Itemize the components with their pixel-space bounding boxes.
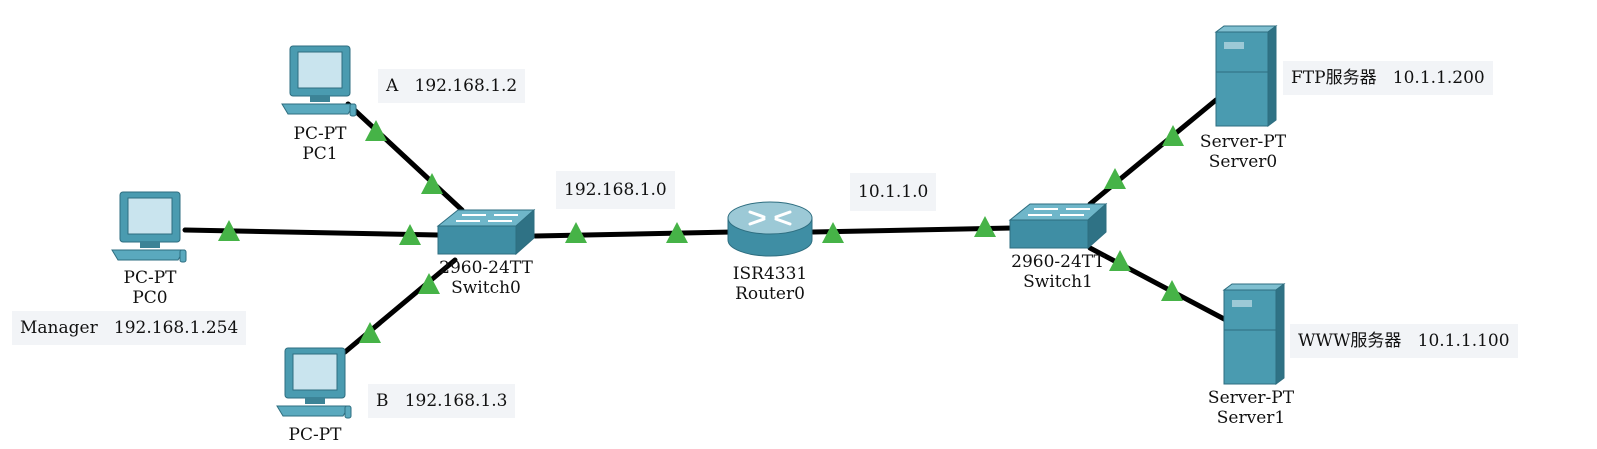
link-status-up-icon xyxy=(399,224,421,245)
link-status-up-icon xyxy=(421,173,443,194)
note-www-tag: WWW服务器 xyxy=(1298,331,1402,351)
pc0-model: PC-PT xyxy=(123,268,177,288)
note-www-ip: 10.1.1.100 xyxy=(1417,331,1510,351)
note-pc-b[interactable]: B 192.168.1.3 xyxy=(368,384,516,418)
link-status-up-icon xyxy=(218,220,240,241)
note-pc-b-ip: 192.168.1.3 xyxy=(404,391,508,411)
note-manager-ip: 192.168.1.254 xyxy=(113,318,239,338)
server0-server-icon[interactable] xyxy=(1212,24,1282,128)
link-status-up-icon xyxy=(565,222,587,243)
switch1-name: Switch1 xyxy=(1023,272,1093,292)
link-status-up-icon xyxy=(1161,280,1183,301)
link-status-up-icon xyxy=(974,216,996,237)
server0-model: Server-PT xyxy=(1199,132,1287,152)
lan-network-text: 192.168.1.0 xyxy=(564,180,667,200)
note-pc-a-ip: 192.168.1.2 xyxy=(414,76,518,96)
router0-label: ISR4331 Router0 xyxy=(710,264,830,304)
switch1-label: 2960-24TT Switch1 xyxy=(996,252,1120,292)
link-status-up-icon xyxy=(1162,125,1184,146)
note-pc-a-tag: A xyxy=(386,76,399,96)
switch1-model: 2960-24TT xyxy=(1011,252,1105,272)
router0-model: ISR4331 xyxy=(732,264,808,284)
link-status-up-icon xyxy=(418,273,440,294)
link-switch1-server1[interactable] xyxy=(1087,245,1229,323)
pc2-label: PC-PT xyxy=(275,425,355,445)
pc1-model: PC-PT xyxy=(293,124,347,144)
server1-name: Server1 xyxy=(1216,408,1286,428)
server1-model: Server-PT xyxy=(1207,388,1295,408)
note-ftp-tag: FTP服务器 xyxy=(1291,68,1377,88)
pc2-computer-icon[interactable] xyxy=(275,344,355,424)
server0-name: Server0 xyxy=(1208,152,1278,172)
server1-label: Server-PT Server1 xyxy=(1196,388,1306,428)
pc0-name: PC0 xyxy=(132,288,168,308)
router0-name: Router0 xyxy=(735,284,805,304)
switch1-switch-icon[interactable] xyxy=(1006,200,1110,252)
link-status-up-icon xyxy=(1109,250,1131,271)
note-ftp-server[interactable]: FTP服务器 10.1.1.200 xyxy=(1283,61,1493,95)
switch0-model: 2960-24TT xyxy=(439,258,533,278)
link-status-up-icon xyxy=(822,222,844,243)
link-switch0-router0[interactable] xyxy=(532,229,735,239)
link-pc1-switch0[interactable] xyxy=(345,101,465,213)
switch0-name: Switch0 xyxy=(451,278,521,298)
pc1-label: PC-PT PC1 xyxy=(280,124,360,164)
link-status-up-icon xyxy=(365,120,387,141)
note-pc-a[interactable]: A 192.168.1.2 xyxy=(378,69,526,103)
note-pc-b-tag: B xyxy=(376,391,389,411)
note-ftp-ip: 10.1.1.200 xyxy=(1392,68,1485,88)
server0-label: Server-PT Server0 xyxy=(1188,132,1298,172)
switch0-label: 2960-24TT Switch0 xyxy=(424,258,548,298)
pc0-computer-icon[interactable] xyxy=(110,188,190,268)
pc0-label: PC-PT PC0 xyxy=(110,268,190,308)
server1-server-icon[interactable] xyxy=(1220,282,1290,386)
switch0-switch-icon[interactable] xyxy=(434,206,538,258)
pc2-model: PC-PT xyxy=(288,425,342,445)
note-www-server[interactable]: WWW服务器 10.1.1.100 xyxy=(1290,324,1518,358)
link-status-up-icon xyxy=(666,222,688,243)
note-manager[interactable]: Manager 192.168.1.254 xyxy=(12,311,247,345)
wan-network-text: 10.1.1.0 xyxy=(858,182,929,202)
note-manager-tag: Manager xyxy=(20,318,98,338)
link-status-up-icon xyxy=(1104,168,1126,189)
wan-network-label[interactable]: 10.1.1.0 xyxy=(850,173,937,211)
pc1-computer-icon[interactable] xyxy=(280,42,360,122)
lan-network-label[interactable]: 192.168.1.0 xyxy=(556,171,675,209)
link-status-up-icon xyxy=(359,322,381,343)
pc1-name: PC1 xyxy=(302,144,338,164)
router0-router-icon[interactable] xyxy=(722,198,818,260)
